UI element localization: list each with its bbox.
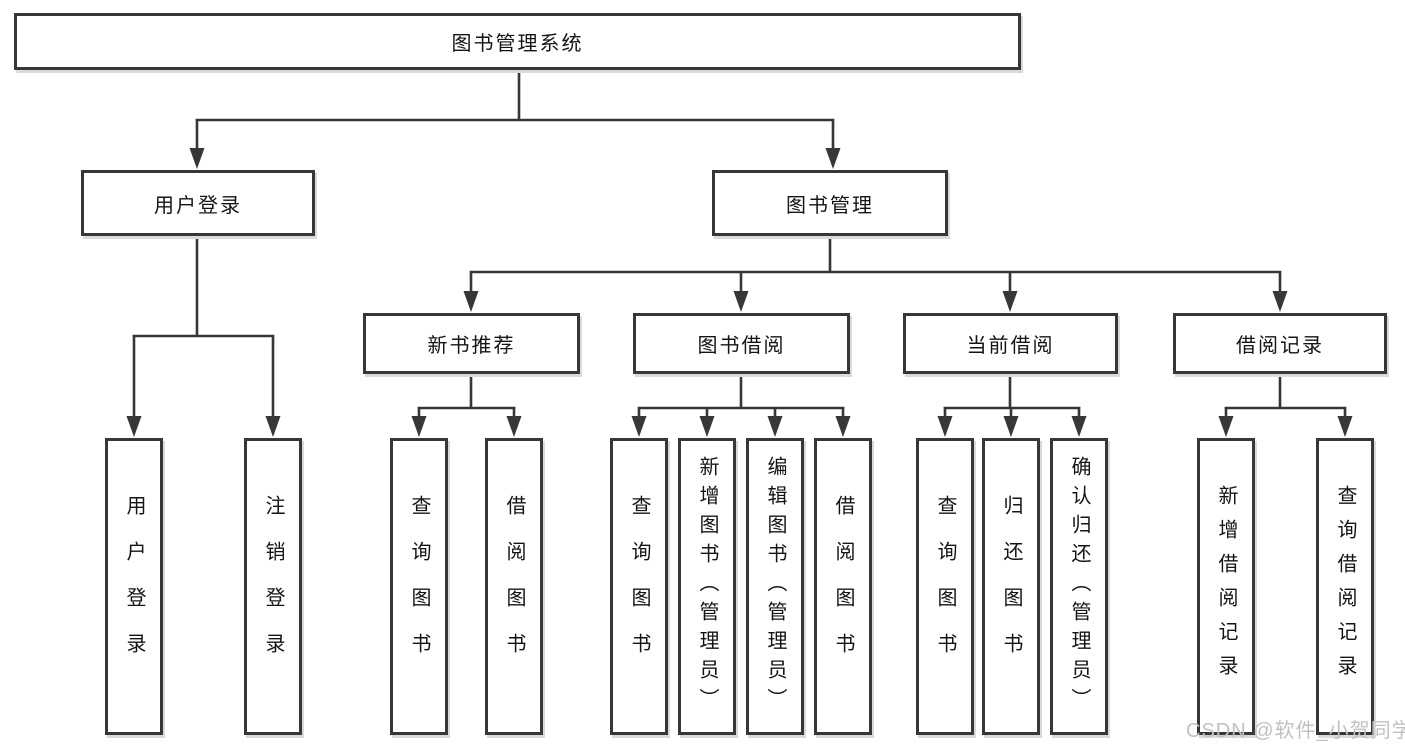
leaf-query-borrow-record: 查询借阅记录 xyxy=(1316,438,1374,735)
arrowheads xyxy=(126,148,1353,437)
leaf-add-book-admin: 新增图书（管理员） xyxy=(678,438,736,735)
leaf-confirm-return-admin: 确认归还（管理员） xyxy=(1050,438,1108,735)
leaf-query-books-borrow: 查询图书 xyxy=(610,438,668,735)
csdn-watermark: CSDN @软件_小贺同学 xyxy=(1186,720,1405,742)
leaf-borrow-books-recommend: 借阅图书 xyxy=(485,438,543,735)
node-current-borrow: 当前借阅 xyxy=(903,313,1118,374)
node-new-book-recommend: 新书推荐 xyxy=(363,313,580,374)
node-root: 图书管理系统 xyxy=(14,13,1021,70)
leaf-query-books-recommend: 查询图书 xyxy=(390,438,448,735)
leaf-return-book: 归还图书 xyxy=(982,438,1040,735)
leaf-user-login: 用户登录 xyxy=(105,438,163,735)
node-book-management: 图书管理 xyxy=(712,170,948,236)
leaf-logout: 注销登录 xyxy=(244,438,302,735)
node-borrow-records: 借阅记录 xyxy=(1173,313,1387,374)
node-user-login: 用户登录 xyxy=(81,170,315,236)
leaf-add-borrow-record: 新增借阅记录 xyxy=(1197,438,1255,735)
leaf-query-books-current: 查询图书 xyxy=(916,438,974,735)
leaf-borrow-books: 借阅图书 xyxy=(814,438,872,735)
leaf-edit-book-admin: 编辑图书（管理员） xyxy=(746,438,804,735)
node-book-borrow: 图书借阅 xyxy=(633,313,850,374)
